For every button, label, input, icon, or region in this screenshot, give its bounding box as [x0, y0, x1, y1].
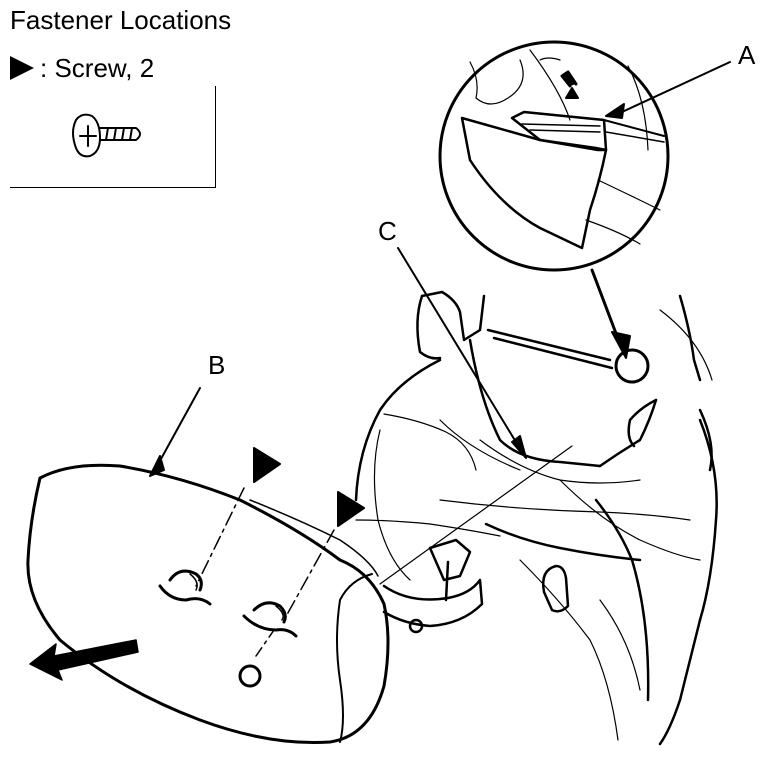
screw-markers [195, 447, 365, 657]
detail-circle [438, 40, 670, 272]
removal-arrow [29, 639, 139, 681]
leader-c-arrow [511, 435, 527, 459]
seat-body [354, 290, 718, 746]
trim-cover-b [26, 463, 390, 744]
leader-b [155, 387, 201, 469]
callout-c: C [378, 216, 397, 246]
callout-b: B [208, 350, 226, 380]
diagram-title: Fastener Locations [10, 5, 232, 35]
legend-box [10, 86, 216, 188]
screw-marker-icon [10, 56, 34, 80]
seat-contours [355, 309, 713, 741]
screw-icon [72, 113, 141, 158]
fastener-legend: : Screw, 2 [10, 52, 154, 84]
leader-a-arrow [605, 103, 625, 119]
callout-a: A [738, 40, 756, 70]
leader-c [397, 247, 523, 453]
detail-leader [590, 268, 650, 384]
leader-a [621, 61, 731, 113]
legend-text: : Screw, 2 [40, 53, 155, 83]
